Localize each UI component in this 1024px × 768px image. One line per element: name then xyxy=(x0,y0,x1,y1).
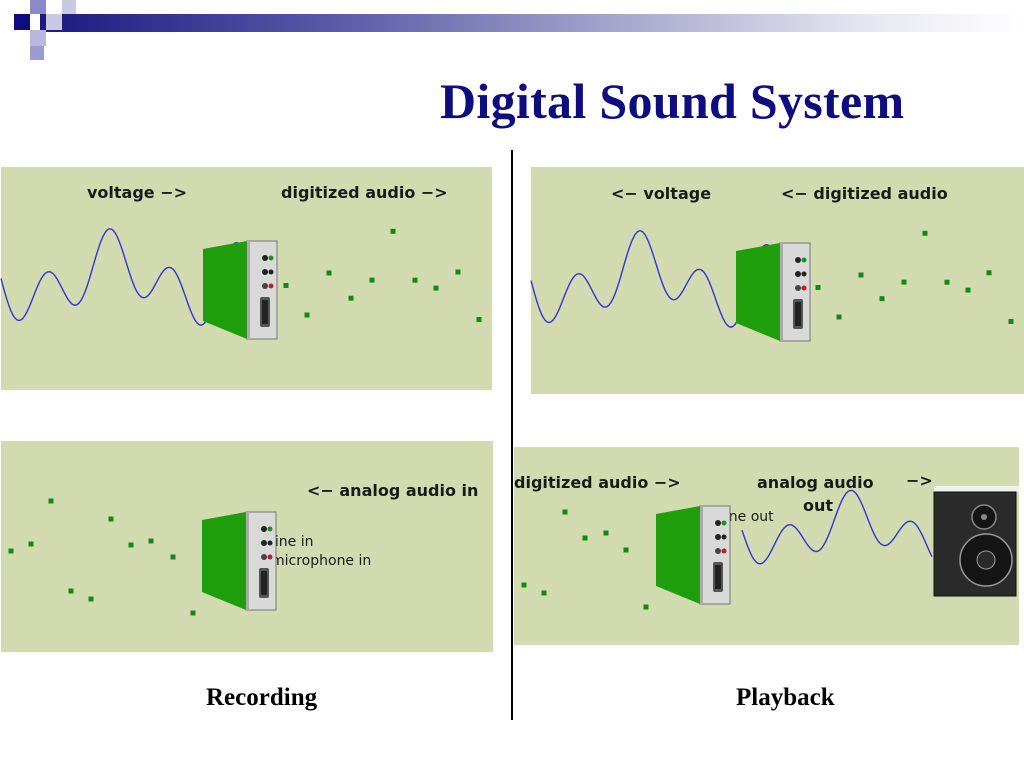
sample-point xyxy=(412,277,418,283)
sample-dot xyxy=(582,535,588,541)
sample-dot xyxy=(28,541,34,547)
accent-square xyxy=(30,46,44,60)
playback-caption: Playback xyxy=(736,684,835,711)
sample-point xyxy=(369,277,375,283)
digitized-audio-label: digitized audio −> xyxy=(514,473,681,492)
analog-audio-in-label: <− analog audio in xyxy=(307,481,479,500)
accent-square xyxy=(14,14,30,30)
sample-dot xyxy=(643,604,649,610)
sample-dot xyxy=(170,554,176,560)
sample-point xyxy=(455,269,461,275)
accent-square xyxy=(30,30,46,46)
sample-dot xyxy=(623,547,629,553)
analog-audio-out-label-2: out xyxy=(803,496,834,515)
sample-point xyxy=(815,285,821,290)
sample-dot xyxy=(108,516,114,522)
analog-out-arrow: −> xyxy=(906,471,933,490)
sample-dot xyxy=(48,498,54,504)
sample-dot xyxy=(603,530,609,536)
playback-output-panel: digitized audio −> analog audio out −> l… xyxy=(514,447,1019,645)
sound-card-icon xyxy=(203,240,278,340)
digital-sample-dots xyxy=(8,498,196,616)
sound-card-icon xyxy=(202,511,277,611)
voltage-label: <− voltage xyxy=(611,184,712,203)
sample-point xyxy=(901,279,907,285)
sample-point xyxy=(476,317,482,322)
sample-dot xyxy=(128,542,134,548)
sample-point xyxy=(965,287,971,293)
sample-dot xyxy=(88,596,94,602)
accent-square xyxy=(62,0,76,14)
sample-point xyxy=(348,295,354,301)
section-divider xyxy=(511,150,513,720)
sample-points xyxy=(283,228,482,322)
sample-point xyxy=(1008,319,1014,324)
digital-sample-dots xyxy=(521,509,649,610)
sample-dot xyxy=(562,509,568,515)
line-in-label: line in xyxy=(271,534,314,550)
line-out-label: line out xyxy=(721,509,774,525)
sample-point xyxy=(986,270,992,276)
digitized-audio-label: <− digitized audio xyxy=(781,184,948,203)
sample-dot xyxy=(148,538,154,544)
sample-point xyxy=(944,279,950,285)
sample-dot xyxy=(190,610,196,616)
output-graphic xyxy=(521,486,1019,610)
input-graphic xyxy=(8,498,277,616)
digitized-audio-label: digitized audio −> xyxy=(281,183,448,202)
sample-point xyxy=(304,312,310,318)
sound-card-icon xyxy=(736,242,811,342)
sample-dot xyxy=(541,590,547,596)
sample-dot xyxy=(68,588,74,594)
accent-square xyxy=(30,0,46,14)
microphone-in-label: microphone in xyxy=(271,553,372,569)
recording-input-panel: <− analog audio in line in microphone in xyxy=(1,441,493,652)
waveform-graphic xyxy=(0,228,482,340)
sample-point xyxy=(283,283,289,288)
playback-voltage-panel: <− voltage <− digitized audio xyxy=(530,167,1024,394)
sample-dot xyxy=(521,582,527,588)
analog-audio-out-label: analog audio xyxy=(757,473,874,492)
analog-output-waveform xyxy=(741,489,933,565)
accent-square xyxy=(46,14,62,30)
speaker-icon xyxy=(933,486,1019,597)
sound-card-icon xyxy=(656,505,731,605)
sample-point xyxy=(326,270,332,276)
waveform-graphic xyxy=(530,230,1014,342)
sample-point xyxy=(390,228,396,234)
sample-dot xyxy=(8,548,14,554)
sample-point xyxy=(858,272,864,278)
sample-point xyxy=(879,296,885,302)
sample-points xyxy=(815,230,1014,324)
voltage-label: voltage −> xyxy=(87,183,188,202)
sample-point xyxy=(922,230,928,236)
recording-voltage-panel: voltage −> digitized audio −> xyxy=(0,167,492,390)
page-title: Digital Sound System xyxy=(440,73,905,129)
title-accent-bar xyxy=(40,14,1024,32)
recording-caption: Recording xyxy=(206,684,318,711)
sample-point xyxy=(433,285,439,291)
sample-point xyxy=(836,314,842,320)
